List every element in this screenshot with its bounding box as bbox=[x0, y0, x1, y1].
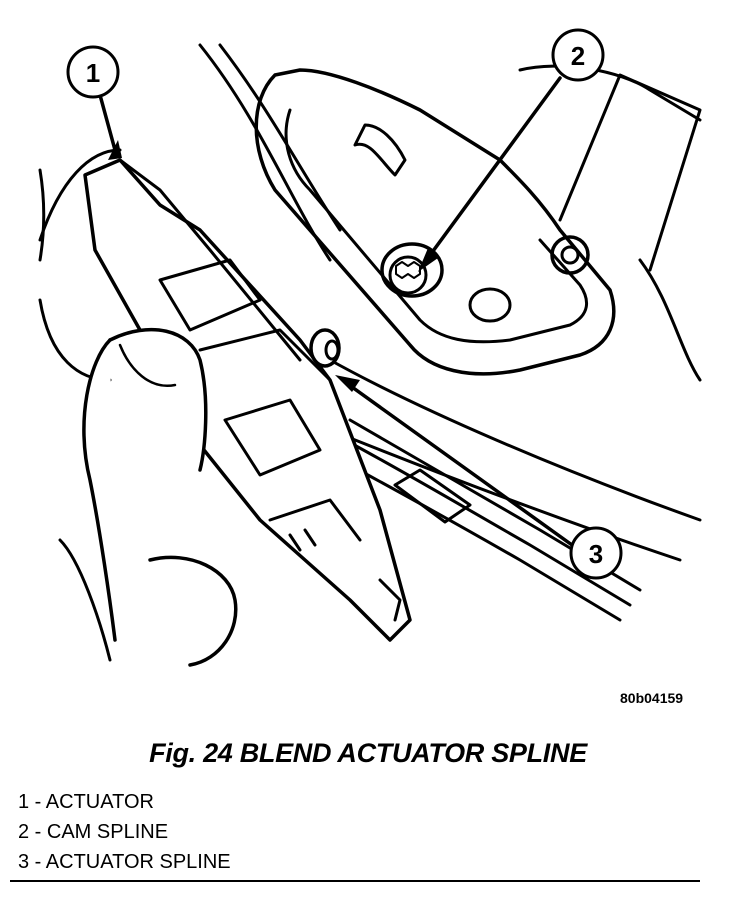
legend-item: 3 - ACTUATOR SPLINE bbox=[18, 851, 231, 873]
hand bbox=[38, 168, 238, 667]
callout-3-label: 3 bbox=[589, 539, 603, 569]
leader-lines bbox=[98, 76, 574, 547]
callout-1: 1 bbox=[66, 45, 120, 99]
callout-2-label: 2 bbox=[571, 41, 585, 71]
figure-code: 80b04159 bbox=[620, 690, 684, 706]
legend-item: 1 - ACTUATOR bbox=[18, 791, 154, 813]
bottom-rule bbox=[10, 880, 700, 882]
legend-item: 2 - CAM SPLINE bbox=[18, 821, 169, 843]
callout-1-label: 1 bbox=[86, 58, 100, 88]
blend-actuator-illustration: 1 2 3 bbox=[38, 28, 702, 667]
actuator-body bbox=[83, 158, 412, 642]
blend-door-cam bbox=[254, 68, 702, 376]
legend-list: 1 - ACTUATOR 2 - CAM SPLINE 3 - ACTUATOR… bbox=[18, 787, 231, 877]
callout-3: 3 bbox=[569, 526, 623, 580]
figure-caption: Fig. 24 BLEND ACTUATOR SPLINE bbox=[149, 738, 587, 768]
callout-2: 2 bbox=[551, 28, 605, 82]
